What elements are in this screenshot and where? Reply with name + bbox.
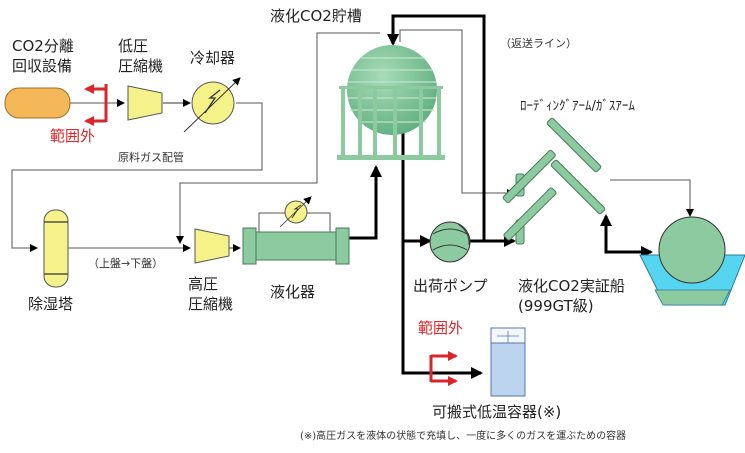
line-gas-arm-to-ship — [610, 179, 694, 217]
feed-gas-piping-label: 原料ガス配管 — [118, 151, 184, 164]
loading-arm — [502, 117, 606, 245]
lp-compressor-label-1: 低圧 — [118, 37, 149, 55]
separation-label-1: CO2分離 — [12, 37, 74, 55]
line-arm-to-ship — [604, 220, 653, 258]
out-of-scope-bracket-2 — [429, 351, 458, 386]
co2-separation-unit — [4, 87, 71, 119]
dehumidifier-tower — [43, 209, 69, 288]
line-return-to-tank — [387, 14, 486, 241]
out-of-scope-bracket-1 — [84, 84, 108, 126]
portable-container-label: 可搬式低温容器(※) — [432, 403, 562, 421]
line-return-gas — [399, 29, 515, 197]
out-of-scope-label-2: 範囲外 — [418, 319, 464, 337]
cooler-label: 冷却器 — [190, 49, 236, 67]
demo-ship-label-2: (999GT級) — [518, 297, 594, 315]
loading-arm-label: ﾛｰﾃﾞｨﾝｸﾞｱｰﾑ/ｶﾞｽｱｰﾑ — [520, 99, 635, 114]
return-line-label: （返送ライン） — [500, 37, 577, 50]
hp-compressor-label-2: 圧縮機 — [188, 295, 234, 313]
demo-ship-label-1: 液化CO2実証船 — [518, 277, 625, 295]
line-cooler-to-dehumidifier — [11, 102, 263, 252]
lp-compressor — [127, 85, 163, 121]
hp-compressor — [194, 228, 230, 264]
line-tank-to-hp — [176, 32, 380, 244]
separation-label-2: 回収設備 — [12, 57, 73, 75]
lp-compressor-label-2: 圧縮機 — [118, 57, 164, 75]
shipping-pump-label: 出荷ポンプ — [413, 277, 488, 295]
footnote: (※)高圧ガスを液体の状態で充填し、一度に多くのガスを運ぶための容器 — [300, 431, 627, 442]
dehumidifier-label: 除湿塔 — [28, 295, 74, 313]
line-tank-to-pump — [401, 131, 432, 247]
out-of-scope-label-1: 範囲外 — [50, 127, 96, 145]
storage-tank-label: 液化CO2貯槽 — [270, 7, 362, 25]
co2-storage-tank — [337, 45, 445, 160]
top-to-bottom-label: （上盤→下盤） — [88, 257, 164, 270]
cooler — [183, 77, 241, 133]
portable-cryogenic-container — [490, 327, 526, 397]
shipping-pump — [429, 221, 471, 263]
line-liquefier-to-tank — [346, 165, 382, 240]
hp-compressor-label-1: 高圧 — [188, 275, 219, 293]
line-to-container — [401, 241, 483, 379]
liquefier — [242, 196, 350, 265]
co2-demo-ship — [639, 216, 745, 306]
liquefier-label: 液化器 — [270, 283, 316, 301]
